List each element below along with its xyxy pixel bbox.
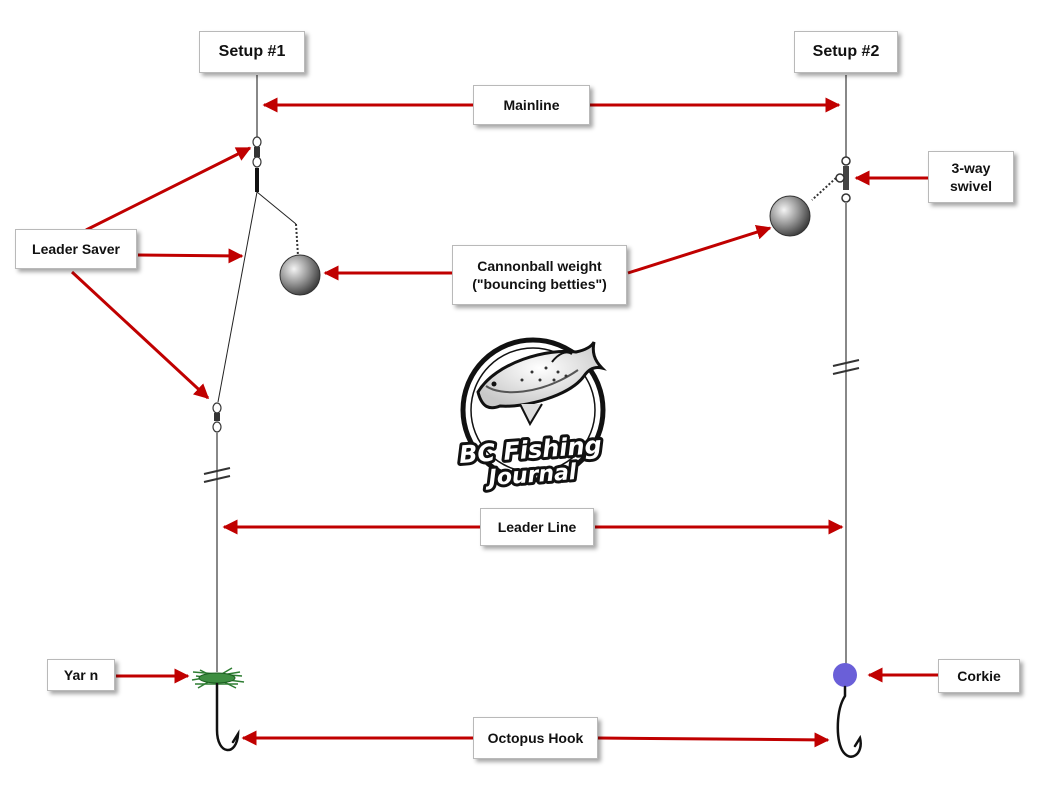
setup1-drop-line: [256, 191, 297, 225]
label-mainline: Mainline: [473, 85, 590, 125]
corkie-icon: [833, 663, 857, 687]
setup2-title: Setup #2: [794, 31, 898, 73]
label-leader-saver: Leader Saver: [15, 229, 137, 269]
label-octopus-hook: Octopus Hook: [473, 717, 598, 759]
setup1-leader-saver-swivel: [252, 136, 262, 192]
arrow-leader-saver-upper: [85, 146, 252, 232]
yarn-icon: [191, 667, 245, 689]
salmon-icon: [476, 341, 607, 427]
label-yarn: Yar n: [47, 659, 115, 691]
arrow-weight-right: [627, 224, 772, 275]
label-three-way-swivel-line1: 3-way: [951, 160, 991, 176]
arrow-hook-right: [597, 732, 830, 748]
arrow-leader-saver-middle: [137, 248, 244, 264]
label-three-way-swivel-line2: swivel: [949, 178, 993, 194]
label-cannonball-weight-line1: Cannonball weight: [477, 258, 602, 274]
label-leader-line: Leader Line: [480, 508, 594, 546]
label-cannonball-weight: Cannonball weight ("bouncing betties"): [452, 245, 627, 305]
setup1-leader-to-swivel: [217, 191, 258, 403]
three-way-swivel-icon: [811, 156, 851, 203]
setup1-title: Setup #1: [199, 31, 305, 73]
bc-fishing-journal-logo: BC Fishing Journal: [455, 337, 607, 494]
setup1-lower-swivel: [212, 402, 222, 433]
setup1-line-break-mark: [203, 467, 231, 483]
logo-text-line2: Journal: [484, 460, 578, 491]
setup1-octopus-hook: [215, 682, 240, 752]
label-three-way-swivel: 3-way swivel: [928, 151, 1014, 203]
setup2-line-break-mark: [832, 359, 860, 375]
setup1-cannonball-weight: [279, 254, 321, 296]
arrow-leader-saver-lower: [70, 270, 210, 400]
label-corkie: Corkie: [938, 659, 1020, 693]
label-cannonball-weight-line2: ("bouncing betties"): [472, 276, 607, 292]
setup1-weight-tether: [295, 223, 299, 257]
setup2-octopus-hook: [836, 685, 862, 758]
setup2-cannonball-weight: [769, 195, 811, 237]
